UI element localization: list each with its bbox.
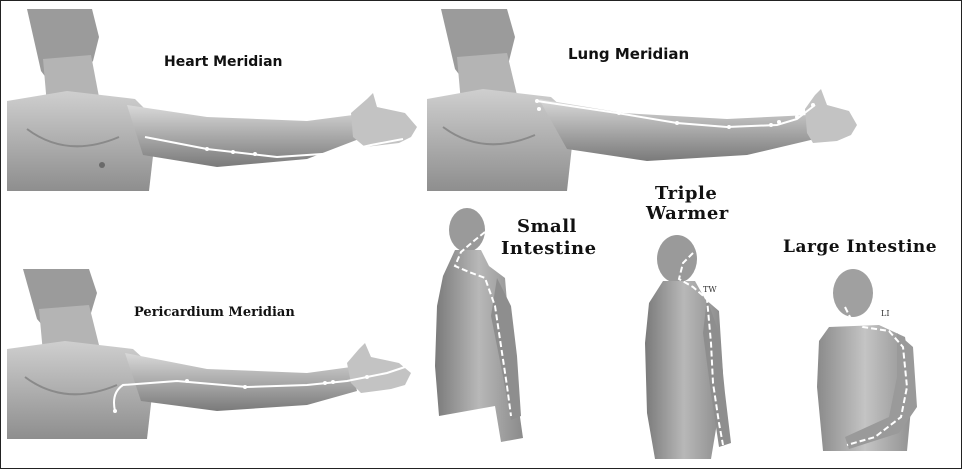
large-intestine-code: LI — [881, 309, 889, 318]
lung-meridian-panel: Lung Meridian — [427, 9, 859, 191]
triple-warmer-figure — [615, 183, 775, 465]
lung-meridian-title: Lung Meridian — [568, 45, 689, 63]
triple-warmer-code: TW — [703, 285, 717, 294]
pericardium-meridian-figure — [7, 269, 419, 439]
pericardium-meridian-panel: Pericardium Meridian — [7, 269, 419, 439]
heart-meridian-figure — [7, 9, 419, 191]
triple-warmer-title-line2: Warmer — [646, 203, 729, 224]
large-intestine-title: Large Intestine — [783, 237, 937, 257]
head-shape — [833, 269, 873, 317]
head-shape — [657, 235, 697, 283]
head-shape — [449, 208, 485, 252]
heart-meridian-title: Heart Meridian — [164, 54, 283, 70]
hand-shape — [805, 89, 857, 143]
large-intestine-figure — [779, 237, 959, 457]
nipple-shape — [99, 162, 105, 168]
large-intestine-panel: Large Intestine LI — [779, 237, 959, 457]
small-intestine-title-line1: Small — [517, 216, 577, 237]
small-intestine-panel: Small Intestine — [425, 206, 615, 446]
pericardium-meridian-title: Pericardium Meridian — [134, 305, 295, 320]
small-intestine-title-line2: Intestine — [501, 238, 597, 259]
arm-shape — [127, 105, 359, 167]
triple-warmer-panel: Triple Warmer TW — [615, 183, 775, 465]
lung-meridian-figure — [427, 9, 859, 191]
hand-shape — [351, 93, 417, 147]
heart-meridian-panel: Heart Meridian — [7, 9, 419, 191]
triple-warmer-title-line1: Triple — [655, 183, 717, 204]
torso-shape — [7, 91, 157, 191]
